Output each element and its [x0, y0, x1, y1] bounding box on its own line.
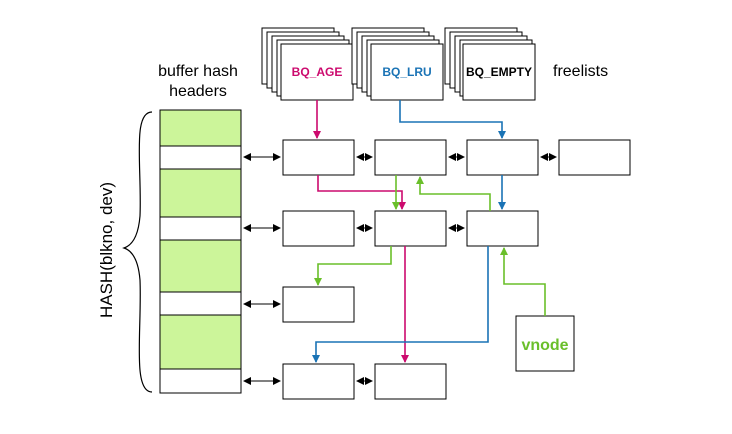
hash-header-slot	[159, 109, 242, 147]
freelist-bq-age: BQ_AGE	[261, 27, 354, 101]
buffer-box	[374, 363, 447, 400]
freelist-bq-empty-box	[462, 43, 536, 101]
hash-header-slot	[159, 145, 242, 170]
vnode-label: vnode	[521, 337, 568, 354]
hash-header-slot	[159, 368, 242, 394]
vnode-arrow	[314, 246, 392, 286]
buffer-box	[374, 210, 447, 247]
hash-header-column	[159, 109, 242, 394]
freelist-bq-age-label: BQ_AGE	[292, 65, 343, 79]
buffer-box	[282, 363, 355, 400]
freelist-bq-lru-label: BQ_LRU	[382, 65, 431, 79]
buffer-hash-label-line1: buffer hash	[158, 63, 238, 80]
freelist-bq-empty-label: BQ_EMPTY	[466, 65, 532, 79]
freelists-label: freelists	[553, 63, 608, 80]
freelist-bq-lru: BQ_LRU	[351, 27, 444, 101]
buffer-box	[466, 210, 539, 247]
lru-arrow	[312, 246, 489, 363]
lru-arrow	[399, 100, 506, 139]
buffer-box	[282, 286, 355, 323]
hash-header-slot	[159, 314, 242, 370]
buffer-box	[558, 139, 631, 176]
vnode-chain	[314, 175, 546, 316]
buffer-box	[282, 139, 355, 176]
vnode-arrow	[416, 176, 491, 211]
hash-function-label: HASH(blkno, dev)	[97, 182, 116, 318]
hash-brace	[122, 111, 153, 393]
buffer-hash-label-line2: headers	[169, 83, 227, 100]
hash-header-slot	[159, 291, 242, 316]
hash-header-slot	[159, 216, 242, 241]
vnode-box	[515, 315, 575, 372]
buffer-box	[466, 139, 539, 176]
buffer-grid	[282, 139, 631, 400]
buffer-box	[374, 139, 447, 176]
buffer-box	[282, 210, 355, 247]
lru-chain	[312, 100, 506, 363]
hash-header-slot	[159, 239, 242, 293]
freelist-bq-empty: BQ_EMPTY	[444, 27, 536, 101]
age-arrow	[317, 175, 406, 210]
hash-chain-links	[243, 153, 557, 385]
vnode-arrow	[500, 247, 546, 316]
freelist-bq-lru-box	[370, 43, 444, 101]
hash-header-slot	[159, 168, 242, 218]
